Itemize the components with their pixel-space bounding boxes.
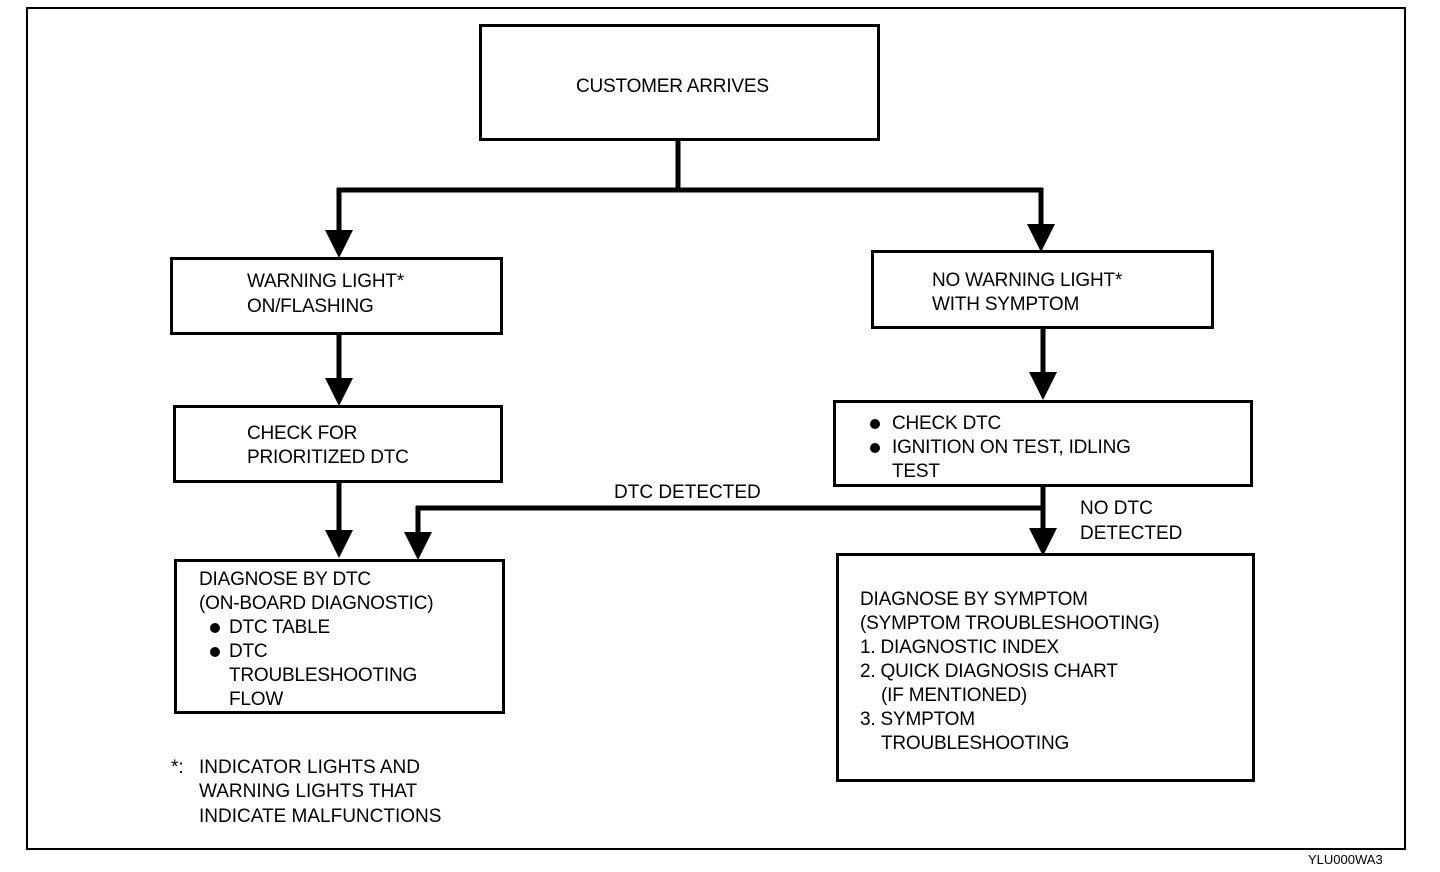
bullet-dot xyxy=(870,443,880,453)
arrow-to-no-warning-light xyxy=(1027,224,1055,252)
diagnose-by-dtc-box: DIAGNOSE BY DTC (ON-BOARD DIAGNOSTIC) DT… xyxy=(174,559,505,714)
diagnose-symptom-line2: (SYMPTOM TROUBLESHOOTING) xyxy=(860,613,1160,634)
footnote-line2: WARNING LIGHTS THAT xyxy=(199,781,418,802)
check-dtc-bullet2-line1: IGNITION ON TEST, IDLING xyxy=(892,437,1131,458)
check-dtc-box: CHECK DTC IGNITION ON TEST, IDLING TEST xyxy=(833,400,1253,487)
arrow-to-diagnose-dtc-2 xyxy=(404,532,432,560)
check-dtc-bullet2-line2: TEST xyxy=(892,461,940,482)
diagnose-symptom-item1: 1. DIAGNOSTIC INDEX xyxy=(860,637,1059,658)
check-prioritized-line2: PRIORITIZED DTC xyxy=(247,447,409,468)
no-warning-light-box: NO WARNING LIGHT* WITH SYMPTOM xyxy=(871,250,1214,329)
bullet-dot xyxy=(210,647,220,657)
diagnose-dtc-bullet2-line3: FLOW xyxy=(229,689,284,710)
diagnose-by-symptom-box: DIAGNOSE BY SYMPTOM (SYMPTOM TROUBLESHOO… xyxy=(836,553,1255,782)
diagnose-symptom-item2-line2: (IF MENTIONED) xyxy=(881,685,1028,706)
arrow-to-check-dtc xyxy=(1029,372,1057,400)
no-warning-light-line2: WITH SYMPTOM xyxy=(932,294,1080,315)
warning-light-box: WARNING LIGHT* ON/FLASHING xyxy=(170,257,503,335)
diagnose-symptom-item3-line2: TROUBLESHOOTING xyxy=(881,733,1070,754)
dtc-detected-label: DTC DETECTED xyxy=(614,482,761,503)
no-dtc-detected-label-line2: DETECTED xyxy=(1080,523,1183,544)
no-warning-light-line1: NO WARNING LIGHT* xyxy=(932,270,1123,291)
arrow-to-check-prioritized xyxy=(325,378,353,406)
diagnose-symptom-item2-line1: 2. QUICK DIAGNOSIS CHART xyxy=(860,661,1118,682)
diagnose-dtc-bullet1: DTC TABLE xyxy=(229,617,330,638)
customer-arrives-box: CUSTOMER ARRIVES xyxy=(479,24,880,141)
diagnose-symptom-line1: DIAGNOSE BY SYMPTOM xyxy=(860,589,1088,610)
no-dtc-detected-label-line1: NO DTC xyxy=(1080,498,1153,519)
diagnose-dtc-bullet2-line1: DTC xyxy=(229,641,268,662)
footnote-line1: INDICATOR LIGHTS AND xyxy=(199,757,420,778)
bullet-dot xyxy=(210,623,220,633)
arrow-to-diagnose-dtc-1 xyxy=(325,530,353,558)
diagnose-dtc-line1: DIAGNOSE BY DTC xyxy=(199,569,371,590)
figure-code: YLU000WA3 xyxy=(1308,852,1383,867)
warning-light-line1: WARNING LIGHT* xyxy=(247,271,404,292)
diagnose-dtc-line2: (ON-BOARD DIAGNOSTIC) xyxy=(199,593,434,614)
figure-frame xyxy=(26,7,1406,850)
bullet-dot xyxy=(870,419,880,429)
customer-arrives-text: CUSTOMER ARRIVES xyxy=(576,76,769,97)
arrow-to-warning-light xyxy=(325,230,353,258)
warning-light-line2: ON/FLASHING xyxy=(247,296,374,317)
diagnose-symptom-item3-line1: 3. SYMPTOM xyxy=(860,709,975,730)
diagnose-dtc-bullet2-line2: TROUBLESHOOTING xyxy=(229,665,418,686)
check-prioritized-dtc-box: CHECK FOR PRIORITIZED DTC xyxy=(173,405,503,483)
footnote-line3: INDICATE MALFUNCTIONS xyxy=(199,806,442,827)
check-dtc-bullet1: CHECK DTC xyxy=(892,413,1002,434)
footnote-marker: *: xyxy=(171,757,184,778)
check-prioritized-line1: CHECK FOR xyxy=(247,423,358,444)
arrow-to-diagnose-symptom xyxy=(1029,528,1057,556)
